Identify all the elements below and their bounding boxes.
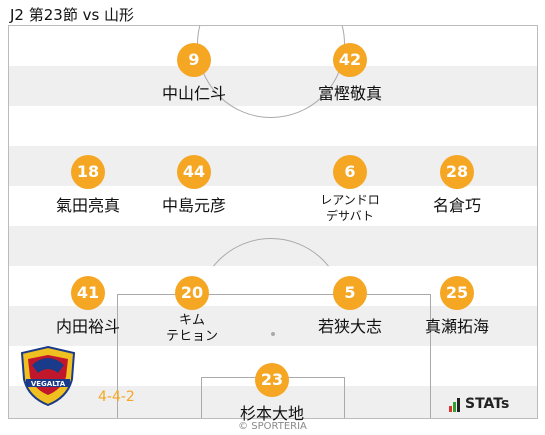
player-number-badge: 28 bbox=[440, 155, 474, 189]
player-card[interactable]: 9 中山仁斗 bbox=[144, 43, 244, 104]
player-number-badge: 42 bbox=[333, 43, 367, 77]
player-name: 杉本大地 bbox=[239, 404, 304, 423]
player-name: キム テヒョン bbox=[142, 313, 242, 345]
page-title: J2 第23節 vs 山形 bbox=[10, 6, 135, 24]
penalty-spot bbox=[271, 332, 275, 336]
player-card[interactable]: 42 富樫敬真 bbox=[300, 43, 400, 104]
player-name-line1: レアンドロ bbox=[320, 193, 380, 207]
player-card[interactable]: 20 キム テヒョン bbox=[142, 276, 242, 345]
stats-logo-text: STATs bbox=[465, 396, 510, 412]
player-number-badge: 25 bbox=[440, 276, 474, 310]
player-number-badge: 20 bbox=[175, 276, 209, 310]
player-card[interactable]: 25 真瀬拓海 bbox=[407, 276, 507, 337]
player-number-badge: 9 bbox=[177, 43, 211, 77]
player-number-badge: 41 bbox=[71, 276, 105, 310]
player-name: 若狭大志 bbox=[317, 317, 382, 336]
player-number-badge: 18 bbox=[71, 155, 105, 189]
player-card[interactable]: 44 中島元彦 bbox=[144, 155, 244, 216]
player-name: 氣田亮真 bbox=[55, 196, 120, 215]
copyright: © SPORTERIA bbox=[238, 421, 307, 432]
player-name: レアンドロ デサバト bbox=[300, 192, 400, 224]
player-card[interactable]: 6 レアンドロ デサバト bbox=[300, 155, 400, 224]
player-name-line2: テヒョン bbox=[165, 329, 218, 344]
player-card[interactable]: 5 若狭大志 bbox=[300, 276, 400, 337]
player-card[interactable]: 28 名倉巧 bbox=[407, 155, 507, 216]
pitch bbox=[8, 25, 538, 419]
stats-logo: STATs bbox=[449, 396, 509, 412]
formation-label: 4-4-2 bbox=[98, 389, 135, 405]
stats-bars-icon bbox=[449, 396, 461, 412]
player-number-badge: 23 bbox=[255, 363, 289, 397]
player-number-badge: 5 bbox=[333, 276, 367, 310]
penalty-box bbox=[117, 294, 431, 418]
player-card[interactable]: 18 氣田亮真 bbox=[38, 155, 138, 216]
player-name: 中島元彦 bbox=[161, 196, 226, 215]
player-name-line2: デサバト bbox=[326, 209, 374, 223]
player-name-line1: キム bbox=[178, 313, 205, 328]
player-name: 真瀬拓海 bbox=[424, 317, 489, 336]
player-card[interactable]: 41 内田裕斗 bbox=[38, 276, 138, 337]
club-logo-icon: VEGALTA bbox=[20, 345, 76, 407]
player-name: 名倉巧 bbox=[432, 196, 481, 215]
player-number-badge: 6 bbox=[333, 155, 367, 189]
player-name: 内田裕斗 bbox=[55, 317, 120, 336]
player-name: 中山仁斗 bbox=[161, 84, 226, 103]
club-logo-text: VEGALTA bbox=[31, 380, 66, 388]
player-card[interactable]: 23 杉本大地 bbox=[222, 363, 322, 424]
player-number-badge: 44 bbox=[177, 155, 211, 189]
player-name: 富樫敬真 bbox=[317, 84, 382, 103]
